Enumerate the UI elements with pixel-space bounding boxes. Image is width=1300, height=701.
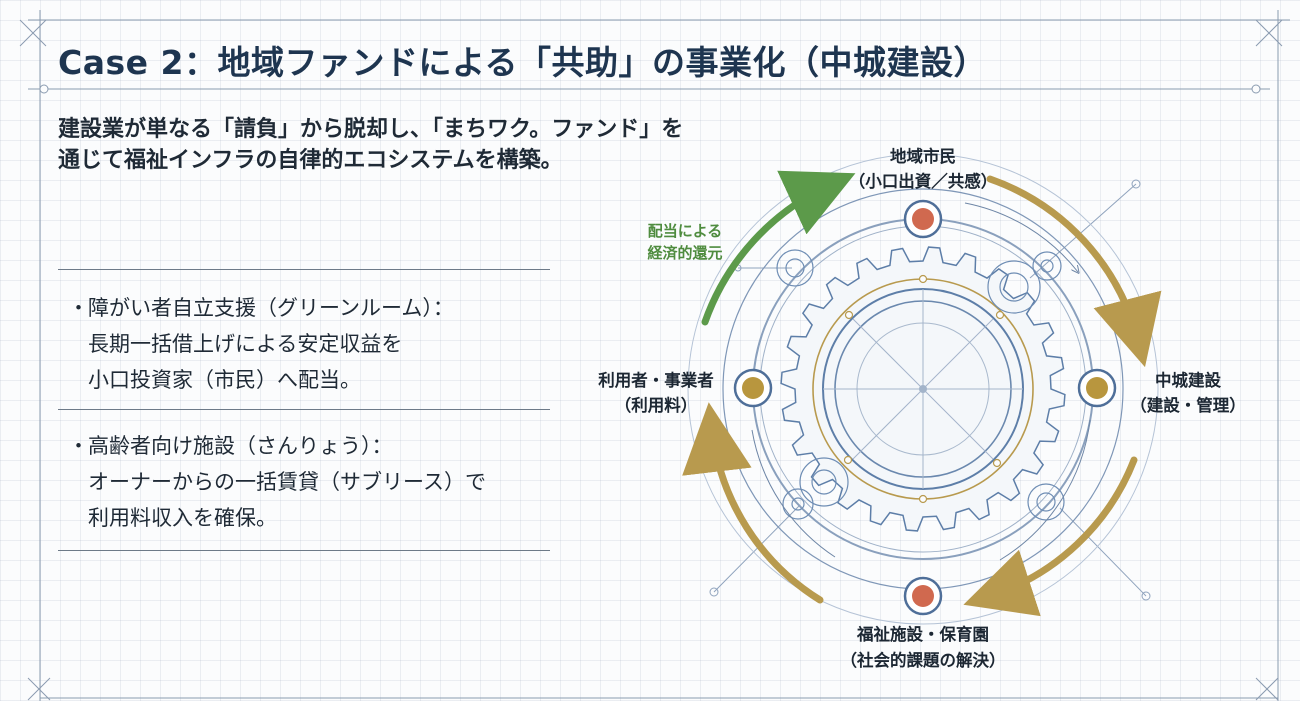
intro-text: 建設業が単なる「請負」から脱却し、「まちワク。ファンド」を 通じて福祉インフラの… bbox=[58, 114, 683, 176]
node-top-label: 地域市民 bbox=[890, 146, 956, 166]
bullet-item-elderly: ・高齢者向け施設（さんりょう）： オーナーからの一括賃貸（サブリース）で 利用料… bbox=[68, 428, 486, 536]
ring-markers bbox=[843, 274, 1005, 504]
node-bottom-label: 福祉施設・保育園 bbox=[856, 624, 989, 644]
node-bottom-sublabel: （社会的課題の解決） bbox=[841, 650, 1006, 670]
node-bottom bbox=[903, 576, 943, 616]
bullet-marker: ・ bbox=[68, 434, 89, 458]
node-left bbox=[733, 368, 773, 408]
flow-label-line-1: 配当による bbox=[648, 222, 723, 240]
bullet-heading: 障がい者自立支援（グリーンルーム）： bbox=[88, 296, 454, 320]
node-right-label: 中城建設 bbox=[1155, 370, 1222, 390]
thin-flow-arcs bbox=[751, 202, 1091, 561]
bullet-item-welfare: ・障がい者自立支援（グリーンルーム）： 長期一括借上げによる安定収益を 小口投資… bbox=[68, 290, 454, 398]
bullet-heading: 高齢者向け施設（さんりょう）： bbox=[88, 434, 393, 458]
node-top-sublabel: （小口出資／共感） bbox=[849, 171, 998, 191]
node-right bbox=[1077, 368, 1117, 408]
construction-flow-arrow bbox=[963, 456, 1138, 617]
bullet-text: 利用料収入を確保。 bbox=[88, 506, 277, 530]
construction-lines bbox=[687, 153, 1159, 625]
divider-middle bbox=[58, 409, 550, 410]
divider-top bbox=[58, 269, 550, 270]
investment-flow-arrow bbox=[986, 175, 1162, 368]
bullet-text: オーナーからの一括賃貸（サブリース）で bbox=[88, 470, 486, 494]
node-right-sublabel: （建設・管理） bbox=[1130, 395, 1246, 415]
bullet-text: 長期一括借上げによる安定収益を bbox=[88, 332, 403, 356]
intro-line-1: 建設業が単なる「請負」から脱却し、「まちワク。ファンド」を bbox=[58, 117, 684, 142]
divider-bottom bbox=[58, 550, 550, 551]
usage-flow-arrow bbox=[682, 402, 824, 604]
small-gears bbox=[776, 249, 1065, 521]
node-left-sublabel: （利用料） bbox=[615, 395, 698, 415]
dividend-return-arrow bbox=[701, 170, 856, 326]
bullet-marker: ・ bbox=[68, 296, 89, 320]
page-title: Case 2：地域ファンドによる「共助」の事業化（中城建設） bbox=[58, 43, 987, 82]
node-left-label: 利用者・事業者 bbox=[598, 370, 714, 390]
bullet-text: 小口投資家（市民）へ配当。 bbox=[88, 368, 361, 392]
node-top bbox=[903, 199, 943, 239]
intro-line-2: 通じて福祉インフラの自律的エコシステムを構築。 bbox=[58, 148, 563, 173]
flow-label-line-2: 経済的還元 bbox=[647, 244, 722, 262]
